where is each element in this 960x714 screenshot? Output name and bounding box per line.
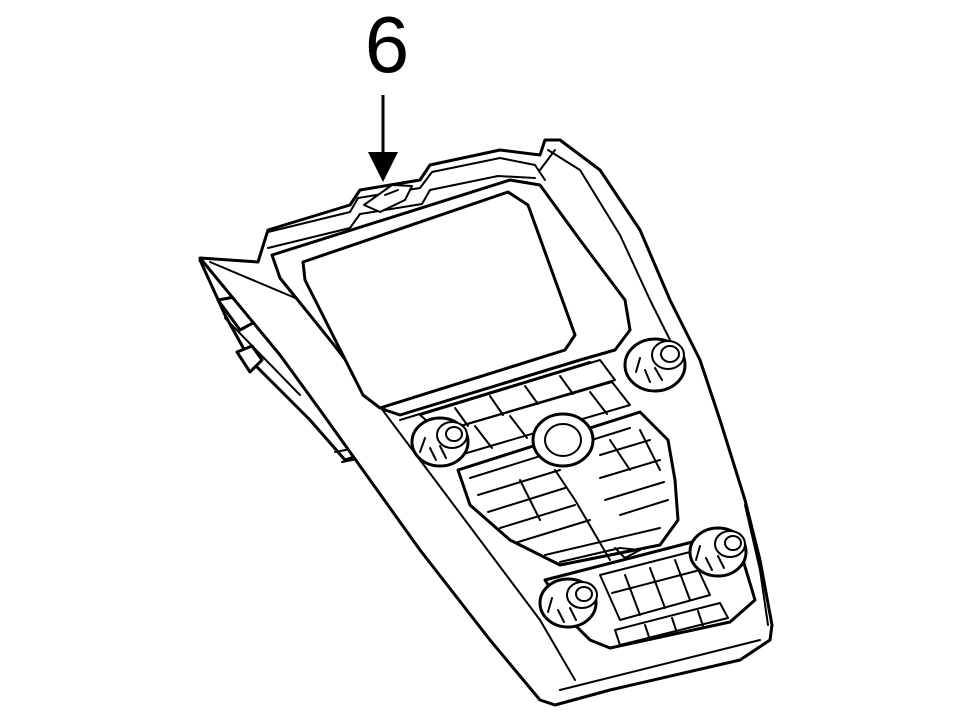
upper-right-knob: [623, 337, 687, 393]
lower-right-knob: [688, 526, 748, 578]
lower-left-knob: [538, 577, 598, 629]
display-screen-glass: [301, 190, 577, 410]
callout-arrow: [368, 95, 398, 182]
callout-number: 6: [364, 0, 410, 89]
left-knob: [410, 416, 470, 468]
center-knob: [531, 412, 595, 468]
display-housing-top: [267, 157, 546, 249]
bezel-bottom-edge: [559, 639, 761, 691]
